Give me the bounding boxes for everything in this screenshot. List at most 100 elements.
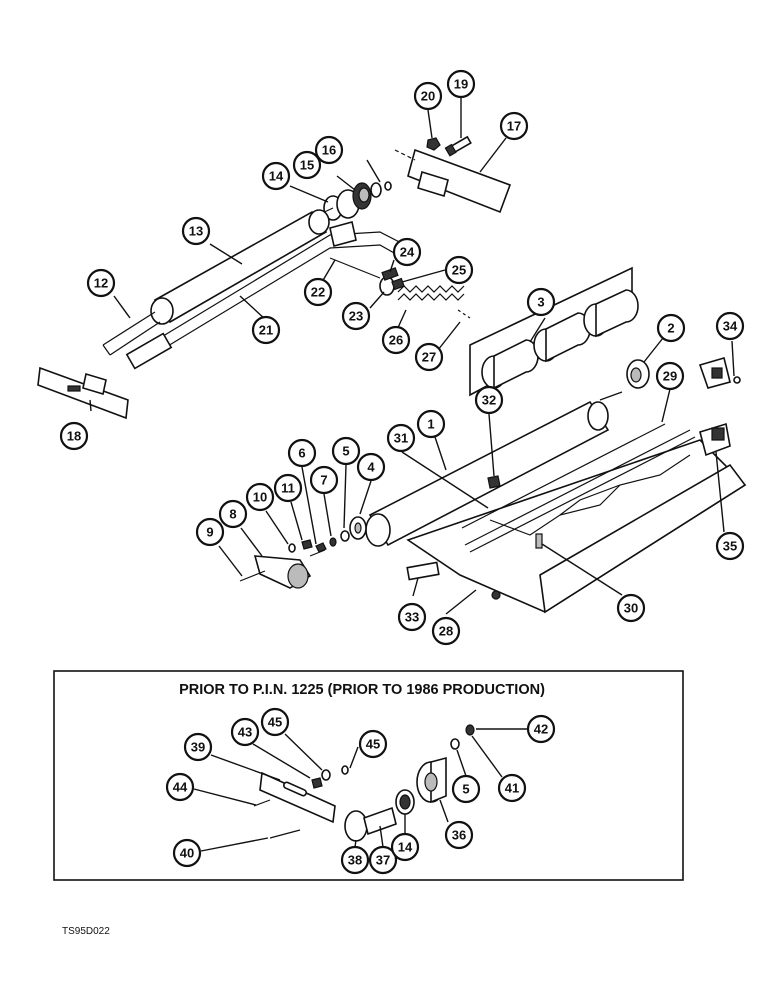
- inset-title: PRIOR TO P.I.N. 1225 (PRIOR TO 1986 PROD…: [179, 682, 545, 698]
- svg-text:45: 45: [268, 715, 282, 730]
- svg-text:14: 14: [269, 169, 284, 184]
- svg-text:1: 1: [427, 417, 434, 432]
- svg-text:9: 9: [206, 525, 213, 540]
- lower-roller-1: [365, 391, 623, 547]
- svg-text:24: 24: [400, 245, 415, 260]
- svg-text:42: 42: [534, 722, 548, 737]
- hardware-4-11: [288, 516, 367, 557]
- svg-text:31: 31: [394, 431, 408, 446]
- svg-text:14: 14: [398, 840, 413, 855]
- svg-text:27: 27: [422, 350, 436, 365]
- svg-text:38: 38: [348, 853, 362, 868]
- bracket-35: [699, 422, 731, 457]
- inset-hardware: [311, 724, 475, 842]
- callout-6: 6: [287, 438, 317, 468]
- inset-box: [53, 670, 684, 881]
- svg-text:32: 32: [482, 393, 496, 408]
- roller-covers-panel-3: [469, 266, 639, 397]
- callout-33: 33: [397, 602, 427, 632]
- inset-callout-42: 42: [526, 714, 556, 744]
- svg-text:28: 28: [439, 624, 453, 639]
- svg-text:12: 12: [94, 276, 108, 291]
- callout-2: 2: [656, 313, 686, 343]
- callout-18: 18: [59, 421, 89, 451]
- svg-text:11: 11: [281, 481, 295, 496]
- svg-text:23: 23: [349, 309, 363, 324]
- svg-text:13: 13: [189, 224, 203, 239]
- bearing-stack: [319, 181, 392, 221]
- callout-1: 1: [416, 409, 446, 439]
- callout-16: 16: [314, 135, 344, 165]
- inset-callout-41: 41: [497, 773, 527, 803]
- inset-callout-40: 40: [172, 838, 202, 868]
- inset-plate-39: [253, 771, 336, 839]
- inset-callout-44: 44: [165, 772, 195, 802]
- callout-15: 15: [292, 150, 322, 180]
- svg-text:5: 5: [342, 444, 349, 459]
- svg-text:33: 33: [405, 610, 419, 625]
- pin-30: [535, 533, 543, 549]
- svg-text:26: 26: [389, 333, 403, 348]
- svg-text:30: 30: [624, 601, 638, 616]
- inset-callout-37: 37: [368, 845, 398, 875]
- svg-text:35: 35: [723, 539, 737, 554]
- svg-text:15: 15: [300, 158, 314, 173]
- upper-roller-13: [102, 209, 330, 356]
- nut-20: [426, 137, 441, 151]
- svg-text:16: 16: [322, 143, 336, 158]
- bearing-2: [626, 359, 650, 389]
- inset-callout-36: 36: [444, 820, 474, 850]
- callout-21: 21: [251, 315, 281, 345]
- callout-22: 22: [303, 277, 333, 307]
- callout-32: 32: [474, 385, 504, 415]
- callout-24: 24: [392, 237, 422, 267]
- callout-14: 14: [261, 161, 291, 191]
- svg-text:2: 2: [667, 321, 674, 336]
- drawing-code: TS95D022: [62, 926, 110, 937]
- svg-text:25: 25: [452, 263, 466, 278]
- rod-21: [125, 221, 416, 370]
- svg-text:5: 5: [462, 782, 469, 797]
- leader-lines: [89, 98, 735, 615]
- svg-text:36: 36: [452, 828, 466, 843]
- svg-text:41: 41: [505, 781, 519, 796]
- callout-7: 7: [309, 465, 339, 495]
- inset-callout-45-b: 45: [358, 729, 388, 759]
- inset-callout-39: 39: [183, 732, 213, 762]
- callout-8: 8: [218, 499, 248, 529]
- mounting-plate-17: [394, 148, 512, 214]
- inset-leader-lines: [193, 728, 528, 852]
- callout-26: 26: [381, 325, 411, 355]
- svg-text:4: 4: [367, 460, 375, 475]
- callout-4: 4: [356, 452, 386, 482]
- svg-text:10: 10: [253, 490, 267, 505]
- nut-32: [487, 475, 501, 489]
- svg-text:20: 20: [421, 89, 435, 104]
- inset-callout-38: 38: [340, 845, 370, 875]
- callout-5: 5: [331, 436, 361, 466]
- pan-28: [406, 429, 747, 614]
- callout-13: 13: [181, 216, 211, 246]
- svg-text:22: 22: [311, 285, 325, 300]
- svg-text:6: 6: [298, 446, 305, 461]
- callout-17: 17: [499, 111, 529, 141]
- callout-3: 3: [526, 287, 556, 317]
- callout-28: 28: [431, 616, 461, 646]
- callout-27: 27: [414, 342, 444, 372]
- callout-11: 11: [273, 473, 303, 503]
- svg-text:43: 43: [238, 725, 252, 740]
- inset-callout-5: 5: [451, 774, 481, 804]
- svg-text:19: 19: [454, 77, 468, 92]
- svg-text:8: 8: [229, 507, 236, 522]
- svg-text:3: 3: [537, 295, 544, 310]
- bracket-8: [239, 555, 312, 589]
- svg-text:45: 45: [366, 737, 380, 752]
- svg-text:34: 34: [723, 319, 738, 334]
- rod-29: [461, 423, 666, 529]
- callout-35: 35: [715, 531, 745, 561]
- callout-34: 34: [715, 311, 745, 341]
- callout-29: 29: [655, 361, 685, 391]
- svg-text:7: 7: [320, 473, 327, 488]
- spring-assembly: [379, 267, 471, 319]
